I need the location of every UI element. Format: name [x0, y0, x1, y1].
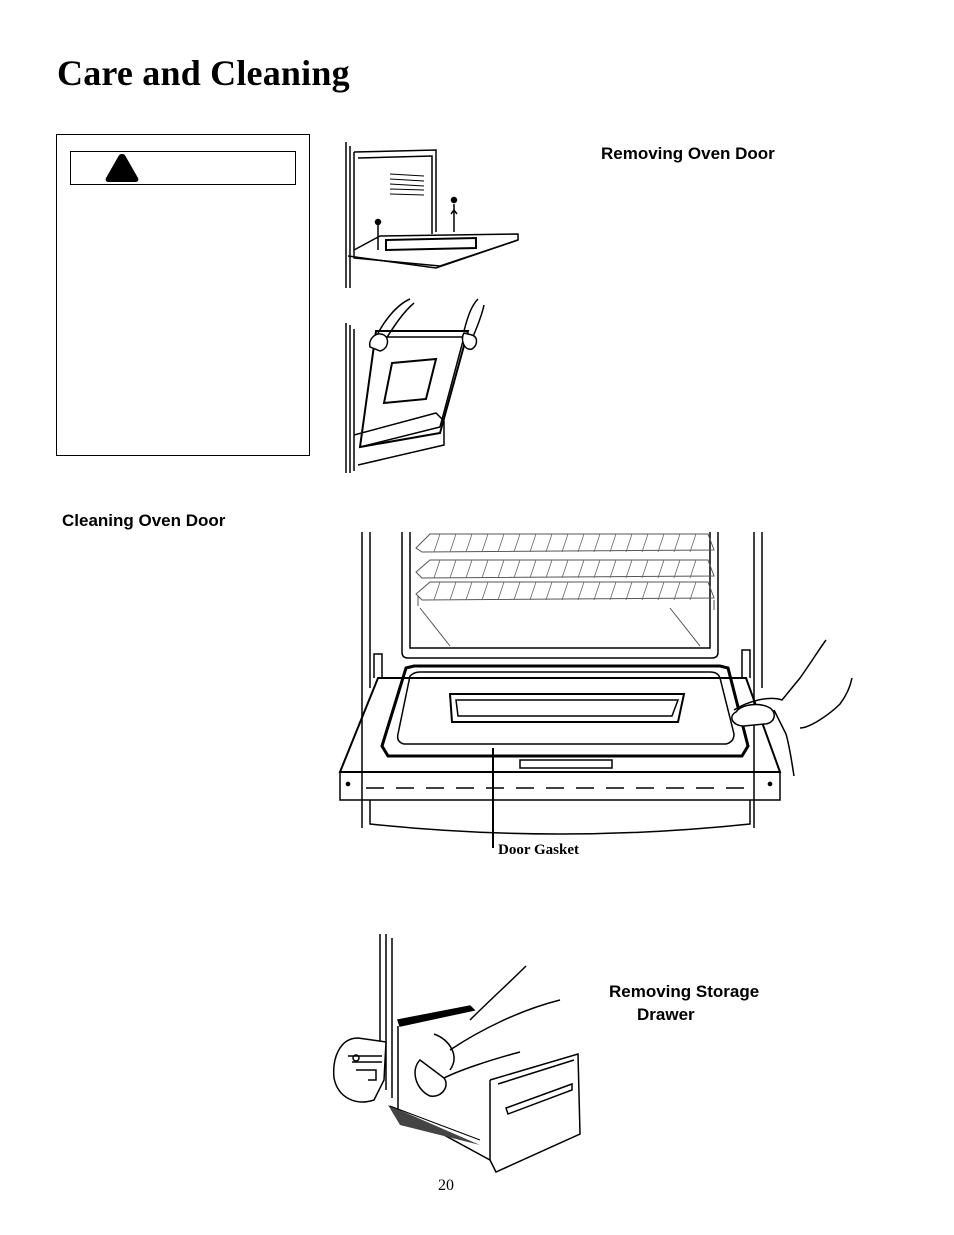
- heading-cleaning-oven-door: Cleaning Oven Door: [62, 511, 226, 530]
- warning-triangle-icon: [105, 154, 139, 182]
- heading-removing-storage-drawer: Removing Storage: [609, 982, 760, 1001]
- heading-removing-storage-drawer-line2: Drawer: [637, 1005, 695, 1024]
- oven-door-lift-illustration: [345, 298, 485, 473]
- warning-box: [56, 134, 310, 456]
- heading-removing-oven-door: Removing Oven Door: [601, 144, 775, 163]
- page-title: Care and Cleaning: [57, 53, 350, 93]
- oven-door-hinge-illustration: [345, 142, 519, 288]
- door-gasket-caption: Door Gasket: [498, 842, 579, 858]
- storage-drawer-illustration: [332, 934, 581, 1173]
- page-number: 20: [438, 1177, 454, 1194]
- oven-door-gasket-illustration: [338, 532, 853, 848]
- warning-header-bar: [70, 151, 296, 185]
